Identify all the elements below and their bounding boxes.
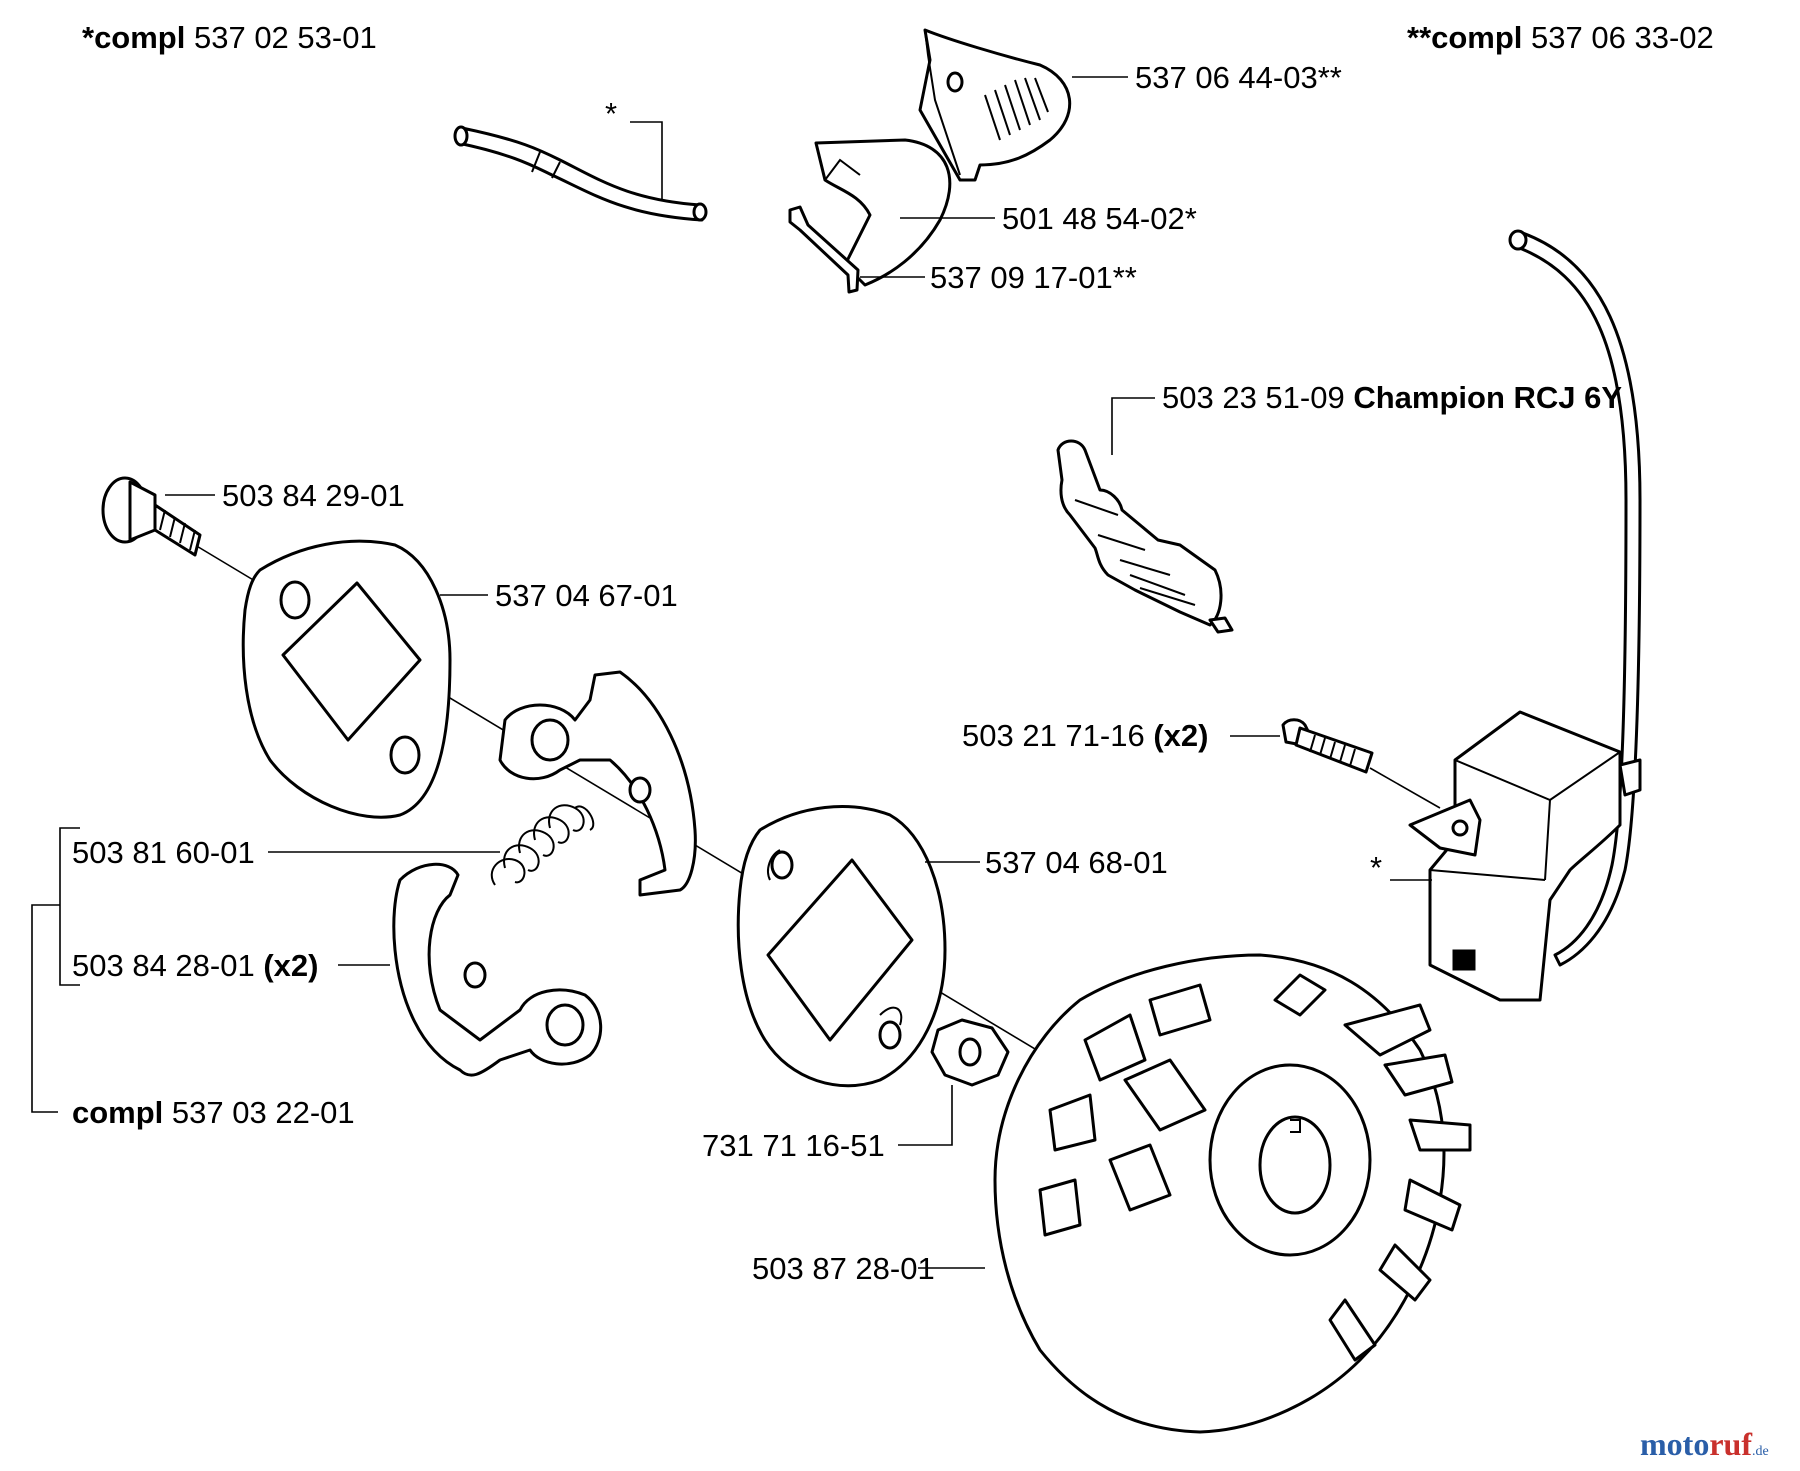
clip-part (788, 205, 860, 294)
label-spark-plug: 503 23 51-09 Champion RCJ 6Y (1162, 380, 1622, 415)
air-guide-part (918, 28, 1072, 182)
nut-part (930, 1018, 1010, 1087)
clutch-shoe-lower-part (392, 862, 603, 1077)
label-baffle: 501 48 54-02* (1002, 201, 1197, 236)
nut-leader (898, 1085, 953, 1146)
label-screw: 503 84 29-01 (222, 478, 405, 513)
label-plate-inner: 537 04 68-01 (985, 845, 1168, 880)
air-guide-grille (984, 77, 1049, 141)
fuel-hose-short (453, 125, 708, 222)
clutch-plate-inner-part (736, 805, 947, 1088)
header-left: *compl 537 02 53-01 (82, 20, 377, 55)
fuel-hose-leader (630, 121, 663, 200)
fuel-hose-marker: * (605, 96, 617, 131)
label-clip: 537 09 17-01** (930, 260, 1137, 295)
watermark-logo: motoruf.de (1640, 1426, 1769, 1462)
label-flywheel: 503 87 28-01 (752, 1251, 935, 1286)
flywheel-part (993, 953, 1472, 1434)
label-ignition-screw: 503 21 71-16 (x2) (962, 718, 1208, 753)
ignition-module-part (1408, 710, 1642, 1002)
ignition-screw-axis (1369, 767, 1441, 809)
ignition-lead-wire (1508, 229, 1642, 967)
clutch-shoe-upper-part (498, 670, 697, 897)
clutch-plate-outer-part (241, 539, 452, 819)
spark-plug-part (1056, 439, 1234, 634)
baffle-part (814, 138, 952, 287)
header-right: **compl 537 06 33-02 (1407, 20, 1714, 55)
bracket-outer (31, 904, 60, 1113)
bracket-inner (59, 827, 80, 986)
shoulder-screw-part (101, 476, 202, 557)
label-clutch-compl: compl 537 03 22-01 (72, 1095, 355, 1130)
ignition-screw-part (1281, 718, 1374, 774)
label-air-guide: 537 06 44-03** (1135, 60, 1342, 95)
label-plate-outer: 537 04 67-01 (495, 578, 678, 613)
ignition-marker: * (1370, 850, 1382, 885)
spark-plug-leader (1111, 397, 1155, 455)
label-nut: 731 71 16-51 (702, 1128, 885, 1163)
spring-part (490, 804, 595, 886)
label-spring: 503 81 60-01 (72, 835, 255, 870)
label-clutch-shoe: 503 84 28-01 (x2) (72, 948, 318, 983)
